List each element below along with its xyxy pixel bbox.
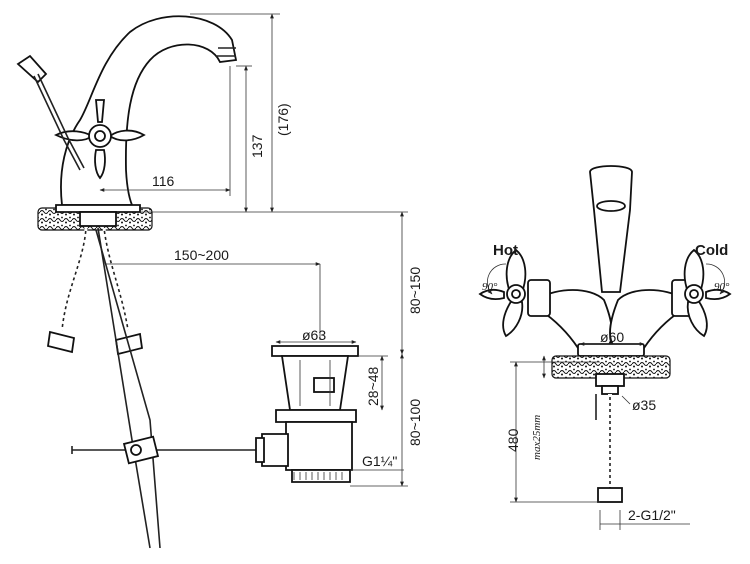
- hose-nut: [597, 487, 623, 503]
- dimension-lines: [99, 13, 408, 487]
- dim-waste-diameter: ø63: [302, 327, 326, 343]
- mounting-nut: [79, 211, 117, 227]
- aerator: [216, 47, 236, 57]
- hot-angle: 90°: [482, 281, 498, 293]
- hot-valve-cap: [527, 279, 551, 317]
- clip-screw: [130, 444, 142, 456]
- aerator-front: [596, 200, 626, 212]
- dim-hose-thread: 2-G1/2": [628, 507, 676, 523]
- cold-angle: 90°: [714, 281, 730, 293]
- dim-total-height: (176): [275, 103, 291, 136]
- faucet-body: [60, 15, 238, 206]
- dim-waste-range: 28~48: [365, 366, 381, 406]
- supply-hoses: [46, 227, 144, 356]
- dim-hose-length: 480: [505, 428, 521, 452]
- spout-front: [589, 165, 633, 293]
- hot-label: Hot: [493, 242, 518, 259]
- right-valve-body: [609, 289, 683, 349]
- dim-thread: G1¼": [362, 453, 397, 469]
- base-ring: [577, 343, 645, 357]
- shank: [601, 385, 619, 395]
- waste-drain: [255, 345, 359, 483]
- dim-max-thickness: max25mm: [531, 415, 543, 460]
- cold-label: Cold: [695, 242, 728, 259]
- hot-rotation-arrow: [487, 263, 507, 295]
- dim-spout-height: 137: [249, 134, 265, 158]
- dim-base-diameter: ø60: [600, 329, 624, 345]
- dim-body-height: 80~150: [407, 267, 423, 314]
- cold-rotation-arrow: [705, 263, 725, 295]
- front-view: Hot Cold 90° 90° ø60 ø35 480 max25mm 2-G…: [478, 165, 732, 530]
- lift-rod: [95, 229, 161, 549]
- dim-spout-reach: 116: [152, 173, 175, 189]
- faucet-base: [55, 204, 141, 213]
- popup-lever: [16, 54, 85, 171]
- cold-handle-cross: [683, 248, 732, 338]
- shank-nut: [595, 373, 625, 387]
- lift-rod-2: [97, 227, 151, 549]
- dim-lever-reach: 150~200: [174, 247, 229, 263]
- dim-waste-height: 80~100: [407, 399, 423, 446]
- dim-shank-diameter: ø35: [632, 397, 656, 413]
- side-view: 116 137 (176) 150~200 ø63 28~48 80~150 8…: [16, 13, 423, 549]
- front-dimension-lines: [510, 342, 690, 530]
- hot-handle-cross: [478, 248, 527, 338]
